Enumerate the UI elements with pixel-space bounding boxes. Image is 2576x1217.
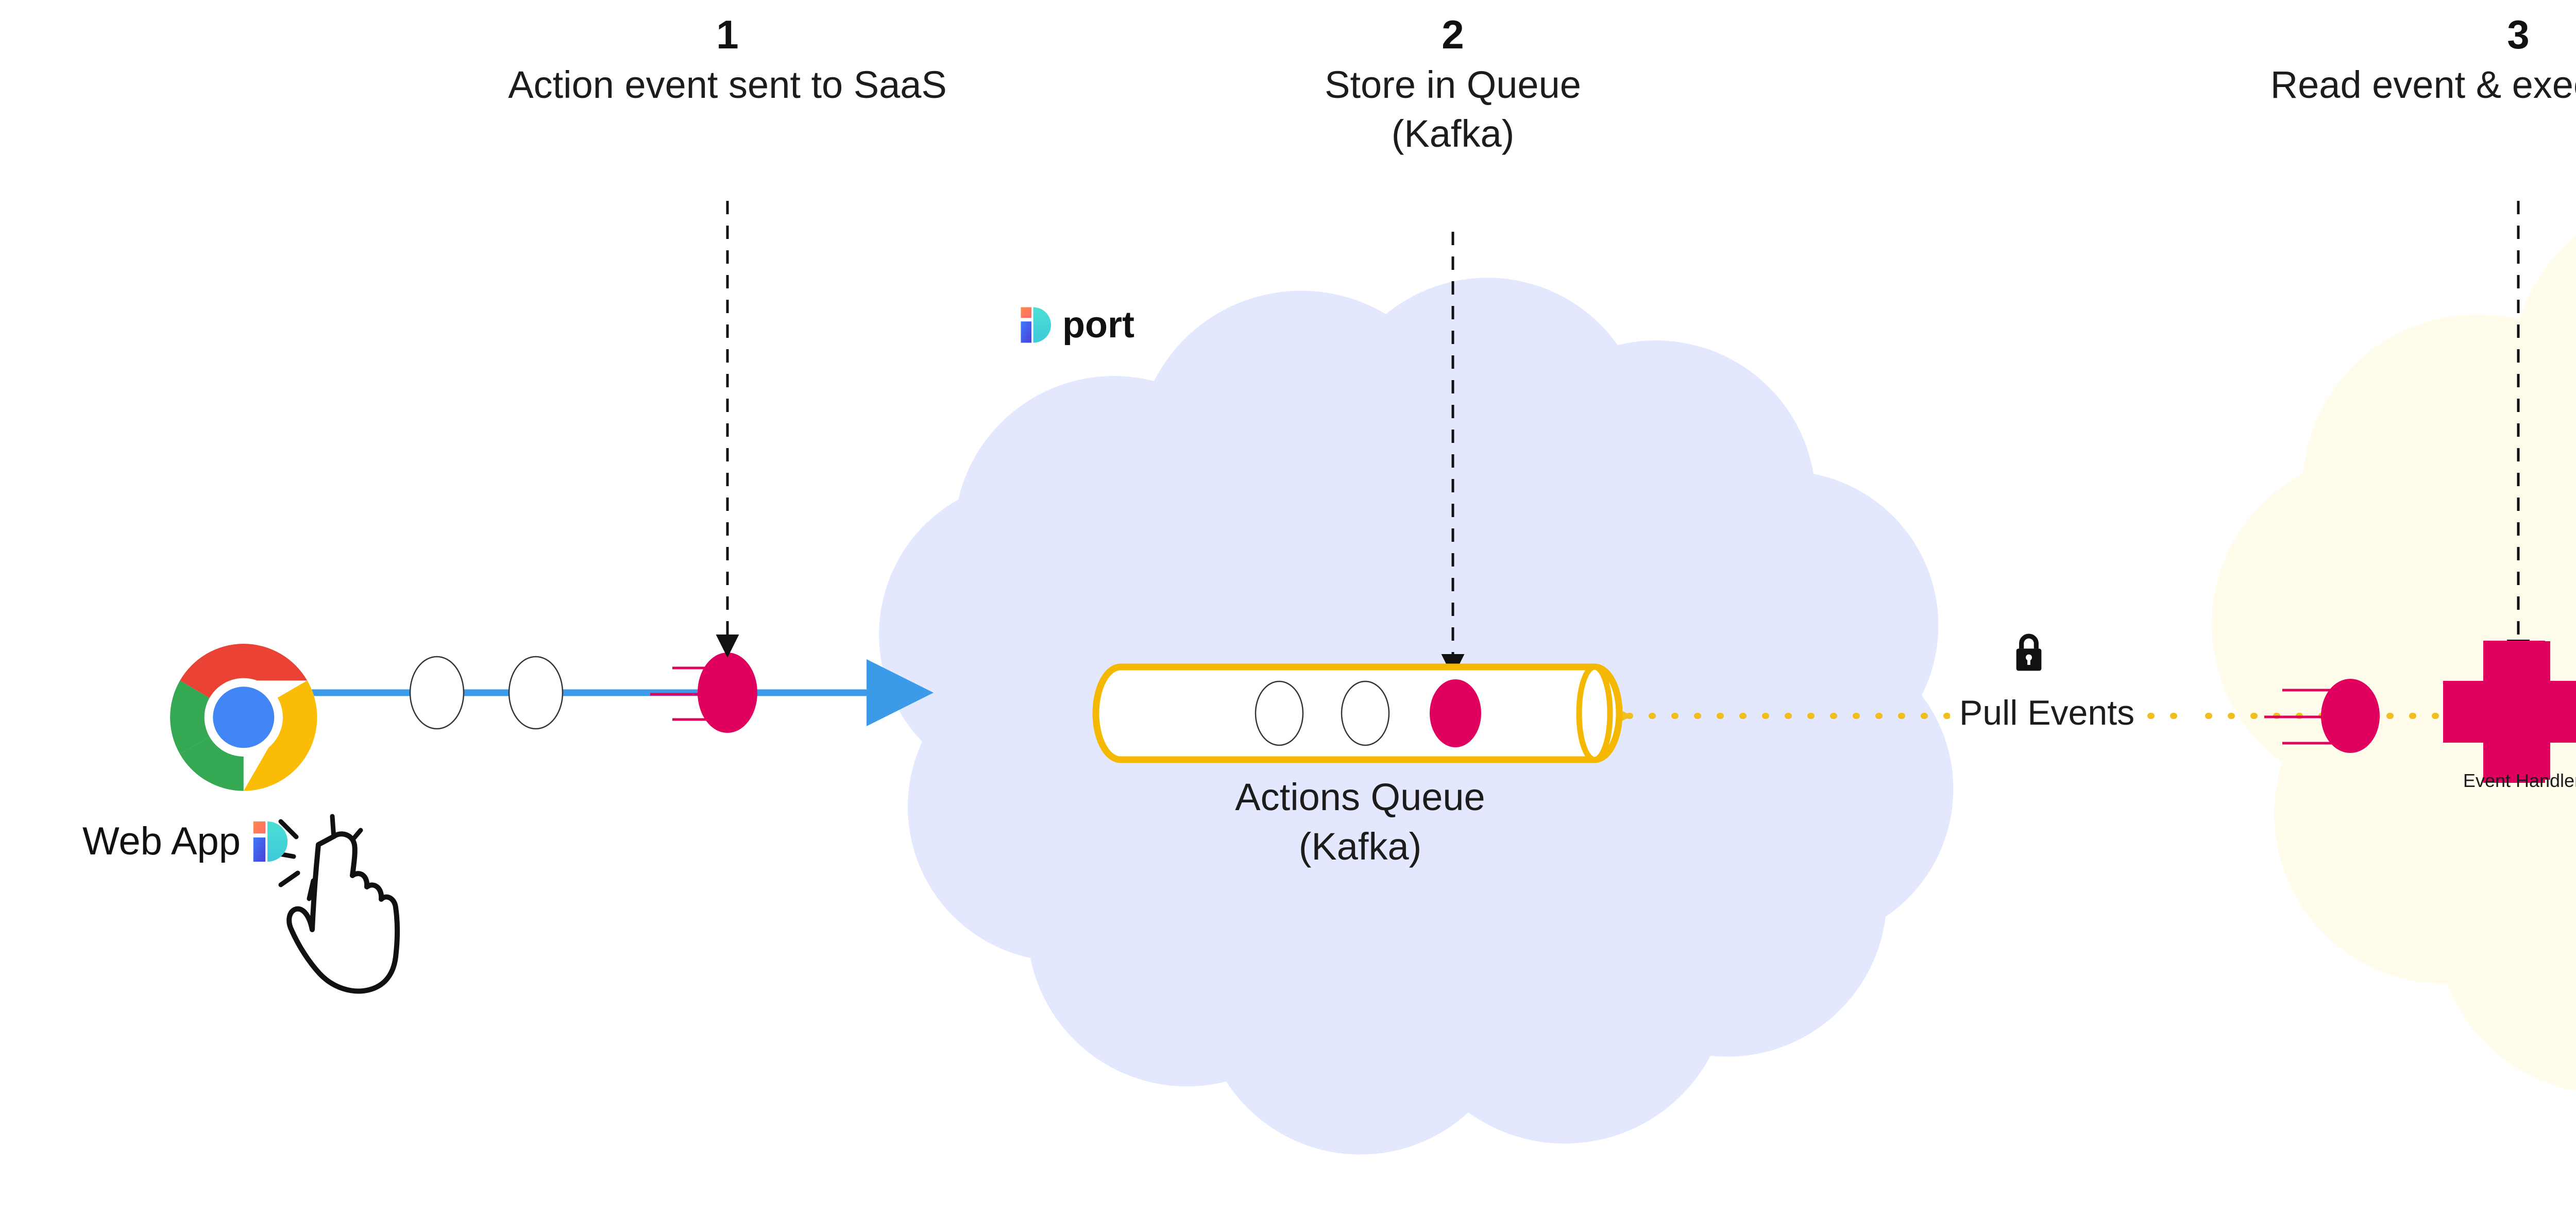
port-brand-group: port [1019,304,1134,346]
step-2-caption: Store in Queue (Kafka) [1325,63,1581,155]
queue-slot-2 [1341,680,1390,746]
actions-queue-cylinder[interactable] [1092,663,1623,763]
step-1-number: 1 [716,12,739,57]
web-app-label-group: Web App [82,819,288,864]
web-app-label: Web App [82,819,241,863]
pull-event-token [2264,679,2380,753]
step-1-caption: Action event sent to SaaS [508,63,947,106]
port-logo-icon [253,821,288,862]
inbound-event-token [650,653,757,733]
hand-pointer-shape [286,831,400,994]
event-handler-label: Event Handler [2463,770,2576,791]
runner-cloud-shape [2212,235,2576,1091]
port-brand-label: port [1062,304,1134,346]
inbound-slot-empty-2 [508,656,564,730]
event-handler-plus[interactable] [2454,641,2576,780]
pull-events-label: Pull Events [1950,693,2144,733]
padlock-icon [2016,633,2042,671]
actions-queue-label: Actions Queue (Kafka) [1235,776,1485,868]
step-2-number: 2 [1442,12,1464,57]
step-3-number: 3 [2507,12,2530,57]
inbound-slot-empty-1 [409,656,465,730]
queue-slot-3-filled [1430,679,1481,747]
port-logo-icon [1021,307,1051,343]
chrome-icon[interactable] [170,644,317,791]
queue-slot-1 [1255,680,1304,746]
step-3-caption: Read event & execute runner [2270,63,2576,106]
